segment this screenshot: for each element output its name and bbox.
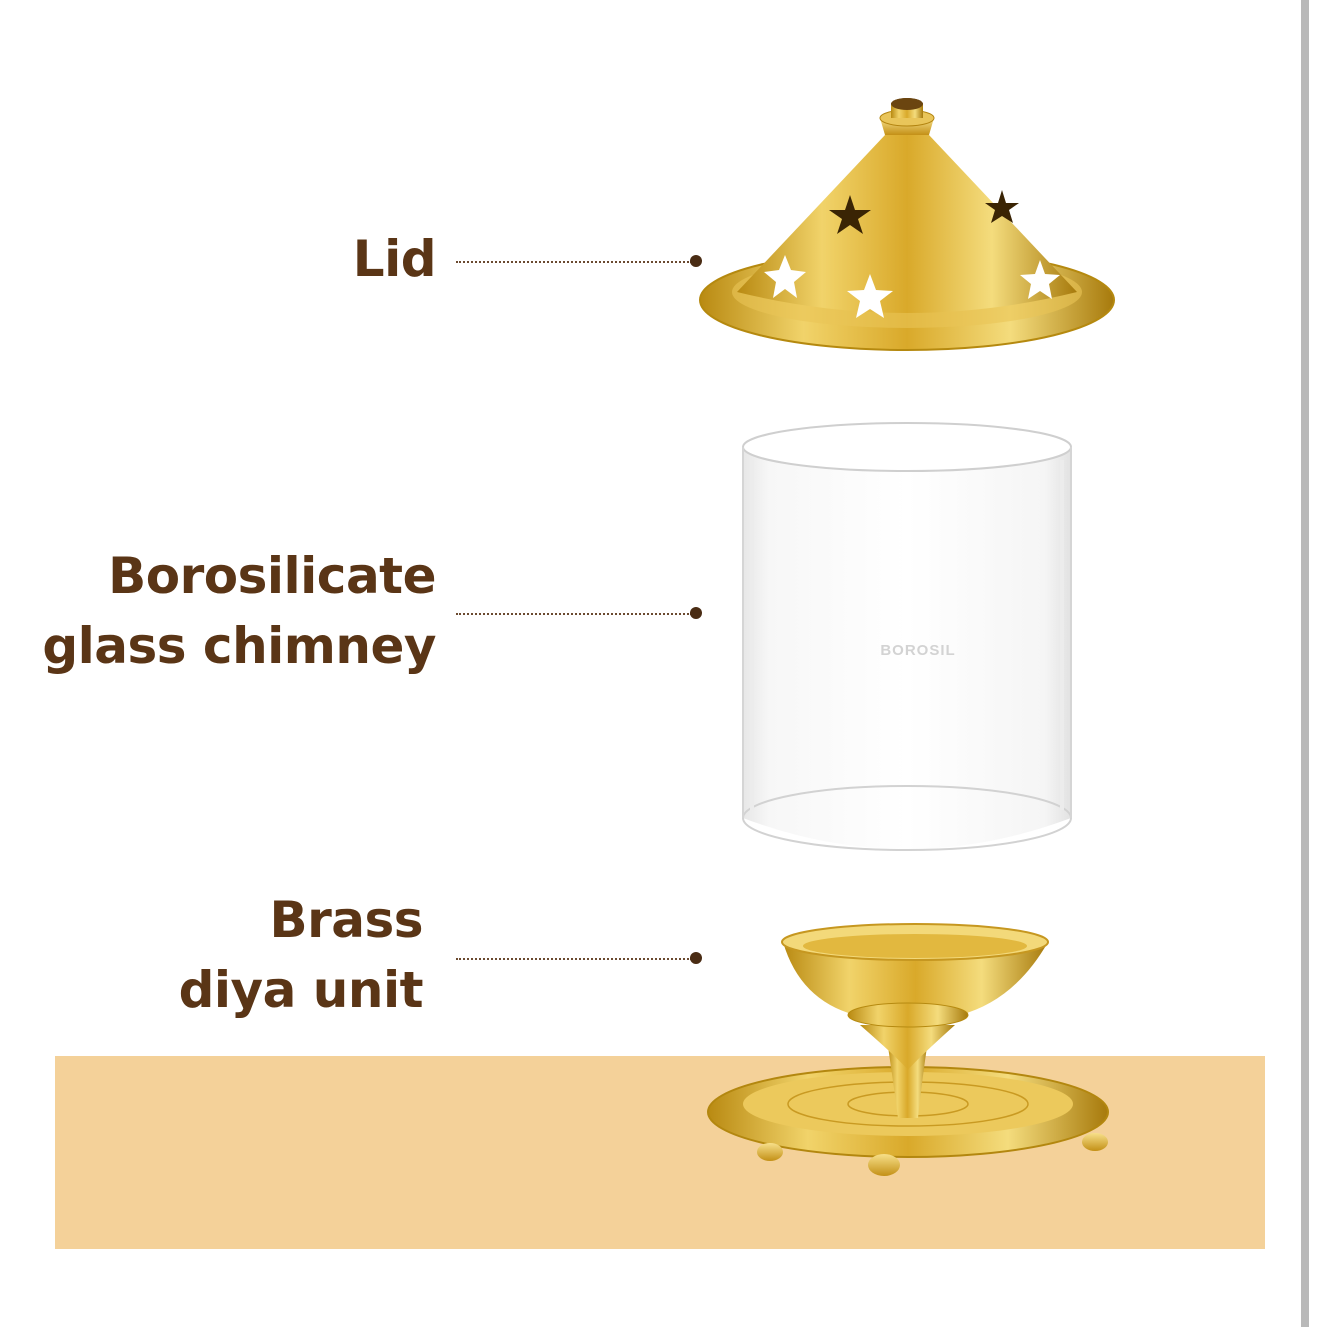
label-lid-text: Lid	[352, 230, 437, 288]
label-diya-line1: Brass	[269, 891, 423, 949]
lid-star-cutout	[829, 195, 871, 234]
lid-image	[699, 98, 1115, 351]
lid-star-cutout	[1020, 260, 1060, 299]
lid-star-cutout	[847, 274, 893, 318]
label-lid: Lid	[352, 224, 437, 294]
brass-diya-image	[707, 923, 1109, 1176]
label-diya: Brass diya unit	[178, 885, 424, 1025]
diya-cup	[783, 942, 1048, 1015]
leader-line-diya	[456, 958, 692, 960]
right-edge-bar	[1301, 0, 1309, 1327]
lid-star-cutout	[985, 190, 1019, 223]
leader-dot-chimney	[690, 607, 702, 619]
leader-line-lid	[456, 261, 692, 263]
lid-cone	[737, 135, 1077, 313]
leader-line-chimney	[456, 613, 692, 615]
label-chimney-line2: glass chimney	[42, 617, 436, 675]
label-chimney: Borosilicate glass chimney	[42, 541, 436, 681]
diya-foot	[757, 1143, 783, 1161]
chimney-brand-mark: BOROSIL	[880, 642, 955, 659]
leader-dot-lid	[690, 255, 702, 267]
chimney-top-rim	[742, 422, 1072, 472]
leader-dot-diya	[690, 952, 702, 964]
glass-chimney-image: BOROSIL	[742, 422, 1072, 851]
lid-star-cutout	[764, 255, 806, 298]
label-diya-line2: diya unit	[178, 961, 424, 1019]
diya-foot	[868, 1154, 900, 1176]
label-chimney-line1: Borosilicate	[108, 547, 436, 605]
diya-foot	[1082, 1133, 1108, 1151]
